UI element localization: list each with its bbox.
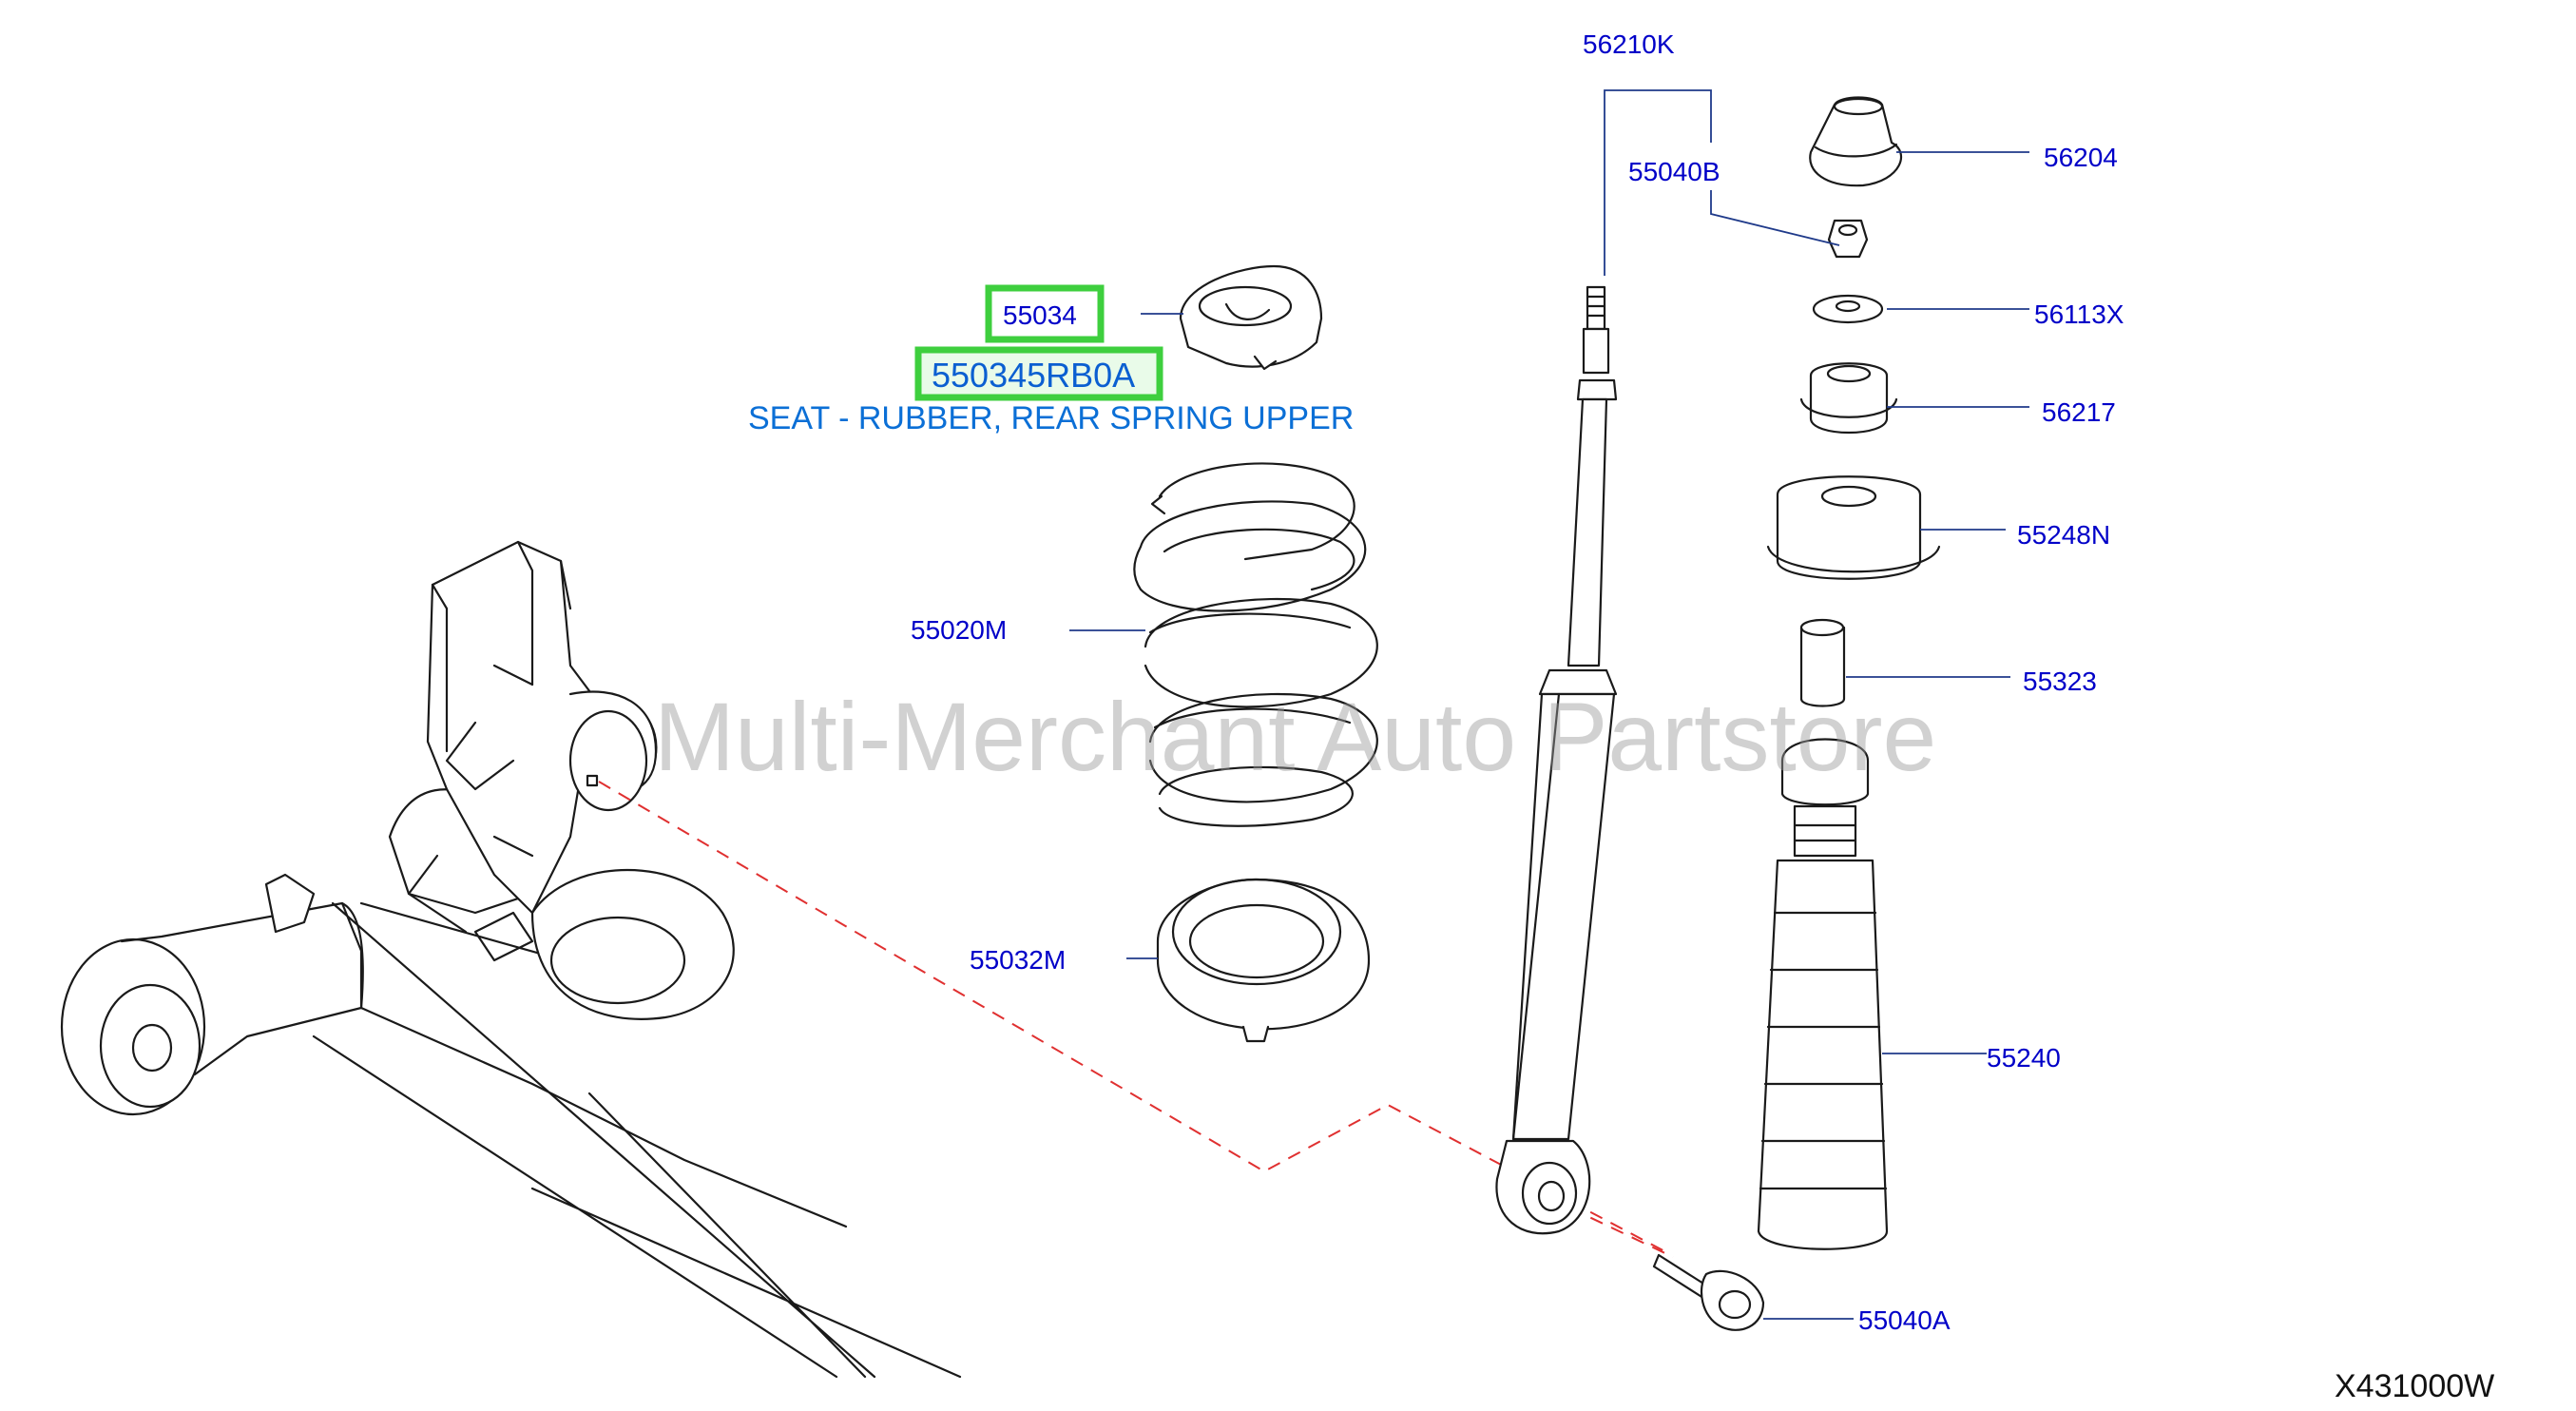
watermark: Multi-Merchant Auto Partstore — [654, 683, 1936, 791]
callout-56210K[interactable]: 56210K — [1583, 29, 1675, 59]
callout-56204[interactable]: 56204 — [2044, 143, 2118, 172]
callout-55248N[interactable]: 55248N — [2017, 520, 2110, 550]
mount-cap-56204 — [1809, 96, 1902, 187]
callout-55240[interactable]: 55240 — [1987, 1043, 2061, 1073]
dust-boot-55240 — [1757, 738, 1889, 1250]
figure-code: X431000W — [2335, 1368, 2494, 1404]
part-number-highlight — [914, 346, 1163, 401]
upper-spring-seat — [1179, 264, 1323, 371]
callout-55040A[interactable]: 55040A — [1858, 1305, 1951, 1335]
callout-55040B[interactable]: 55040B — [1628, 157, 1721, 186]
shock-absorber — [1495, 285, 1618, 1235]
highlighted-part-number[interactable]: 550345RB0A — [932, 356, 1135, 395]
callout-55032M[interactable]: 55032M — [970, 945, 1066, 975]
callout-55020M[interactable]: 55020M — [911, 615, 1007, 645]
coil-spring — [1133, 462, 1378, 827]
highlighted-part-description: SEAT - RUBBER, REAR SPRING UPPER — [748, 400, 1354, 436]
lower-spring-seat — [1156, 878, 1371, 1043]
part-number-highlight-fill — [918, 350, 1160, 397]
bolt-55040A — [1652, 1253, 1765, 1331]
callout-55034-highlight — [985, 284, 1105, 343]
callout-56217[interactable]: 56217 — [2042, 397, 2116, 427]
callout-55323[interactable]: 55323 — [2023, 667, 2097, 696]
spacer-55323 — [1799, 618, 1846, 707]
washer-56113X — [1812, 294, 1884, 324]
leader-lines — [1069, 89, 2029, 1320]
bushing-55248N — [1766, 475, 1941, 580]
bushing-56217 — [1799, 362, 1898, 434]
nut-55040B — [1827, 219, 1869, 259]
callout-55034[interactable]: 55034 — [1003, 300, 1077, 330]
rear-axle-beam — [60, 540, 962, 1379]
callout-56113X[interactable]: 56113X — [2034, 300, 2124, 329]
